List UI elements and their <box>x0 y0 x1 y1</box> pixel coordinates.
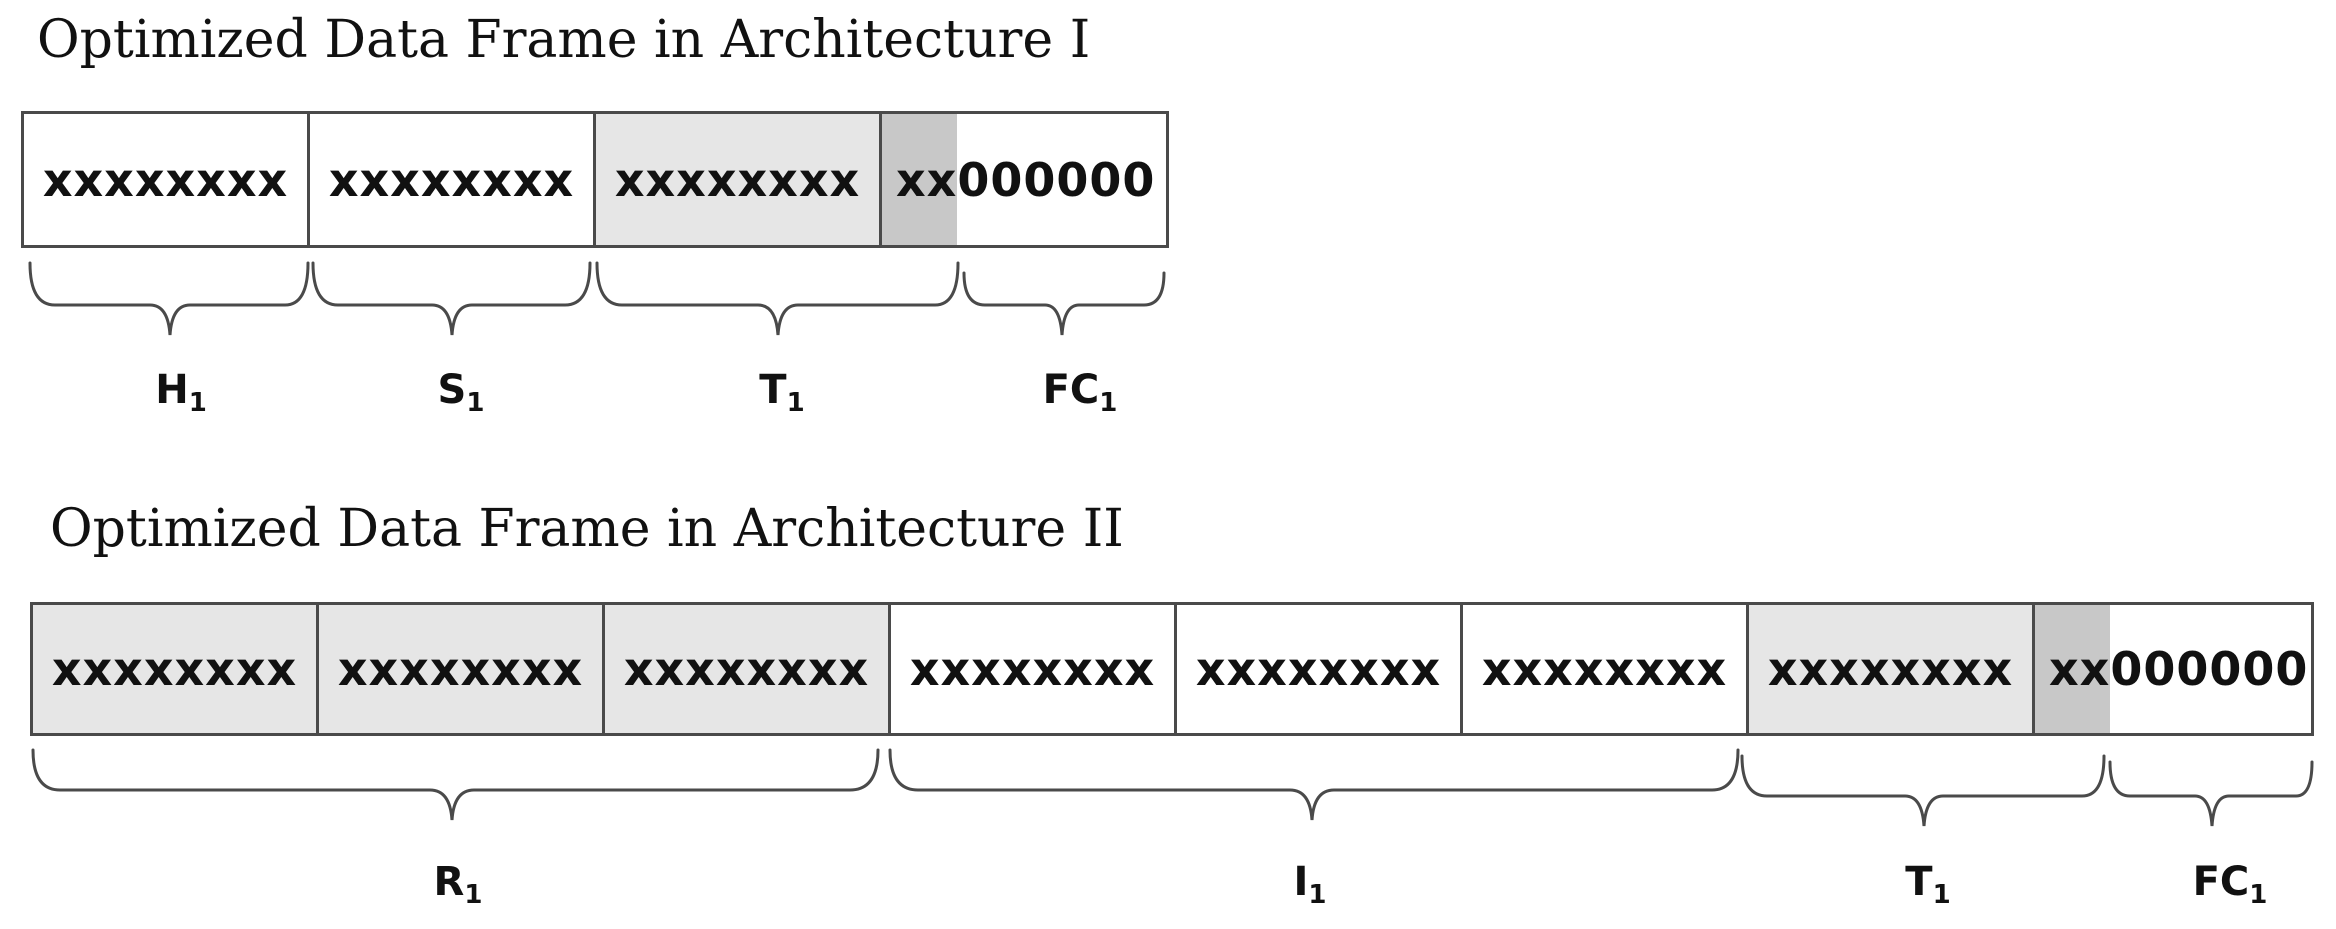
label-s1-sub: 1 <box>466 388 485 418</box>
frame-2-byte-i-1: xxxxxxxx <box>891 605 1177 733</box>
label-i1-sub: 1 <box>1308 880 1327 910</box>
label-fc1-sub: 1 <box>1099 388 1118 418</box>
label-i1: I1 <box>1294 862 1327 908</box>
label-fc1: FC1 <box>1043 370 1118 416</box>
label-t1-arch2-sub: 1 <box>1932 880 1951 910</box>
brace-fc1 <box>962 271 1166 336</box>
label-t1-base: T <box>759 367 787 413</box>
label-fc1-arch2-sub: 1 <box>2249 880 2268 910</box>
label-r1: R1 <box>434 862 483 908</box>
frame-1-fc-padding-bits: 000000 <box>957 152 1156 207</box>
label-i1-base: I <box>1293 859 1309 905</box>
frame-1-byte-h: xxxxxxxx <box>24 114 310 245</box>
frame-1-byte-s: xxxxxxxx <box>310 114 596 245</box>
brace-fc1-arch2 <box>2108 760 2314 827</box>
label-h1: H1 <box>155 370 207 416</box>
frame-2-byte-i-3: xxxxxxxx <box>1463 605 1749 733</box>
frame-2-byte-i-2: xxxxxxxx <box>1177 605 1463 733</box>
label-t1: T1 <box>759 370 804 416</box>
label-t1-arch2-base: T <box>1905 859 1933 905</box>
architecture-2-frame: xxxxxxxx xxxxxxxx xxxxxxxx xxxxxxxx xxxx… <box>30 602 2314 736</box>
frame-2-fc-padding-bits: 000000 <box>2110 642 2309 696</box>
label-fc1-arch2: FC1 <box>2193 862 2268 908</box>
architecture-1-frame: xxxxxxxx xxxxxxxx xxxxxxxx xx 000000 <box>21 111 1169 248</box>
frame-1-byte-t: xxxxxxxx <box>596 114 882 245</box>
frame-2-byte-r-2: xxxxxxxx <box>319 605 605 733</box>
brace-r1 <box>31 748 880 821</box>
label-r1-base: R <box>433 859 465 905</box>
brace-t1-arch2 <box>1740 754 2106 827</box>
frame-1-fc-highlight-bits: xx <box>882 114 958 245</box>
label-s1-base: S <box>437 367 467 413</box>
label-s1: S1 <box>438 370 485 416</box>
frame-2-fc-highlight-bits: xx <box>2035 605 2111 733</box>
frame-2-byte-r-1: xxxxxxxx <box>33 605 319 733</box>
label-fc1-base: FC <box>1042 367 1100 413</box>
label-t1-sub: 1 <box>786 388 805 418</box>
frame-2-byte-fc: xx 000000 <box>2035 605 2311 733</box>
brace-s1 <box>311 261 592 336</box>
architecture-1-title: Optimized Data Frame in Architecture I <box>37 10 1091 70</box>
brace-t1 <box>595 261 960 336</box>
frame-1-byte-fc: xx 000000 <box>882 114 1166 245</box>
label-fc1-arch2-base: FC <box>2192 859 2250 905</box>
brace-h1 <box>28 261 310 336</box>
label-h1-base: H <box>155 367 189 413</box>
label-t1-arch2: T1 <box>1905 862 1950 908</box>
frame-2-byte-r-3: xxxxxxxx <box>605 605 891 733</box>
label-h1-sub: 1 <box>188 388 207 418</box>
frame-2-byte-t: xxxxxxxx <box>1749 605 2035 733</box>
brace-i1 <box>888 748 1740 821</box>
architecture-2-title: Optimized Data Frame in Architecture II <box>50 499 1124 559</box>
label-r1-sub: 1 <box>464 880 483 910</box>
